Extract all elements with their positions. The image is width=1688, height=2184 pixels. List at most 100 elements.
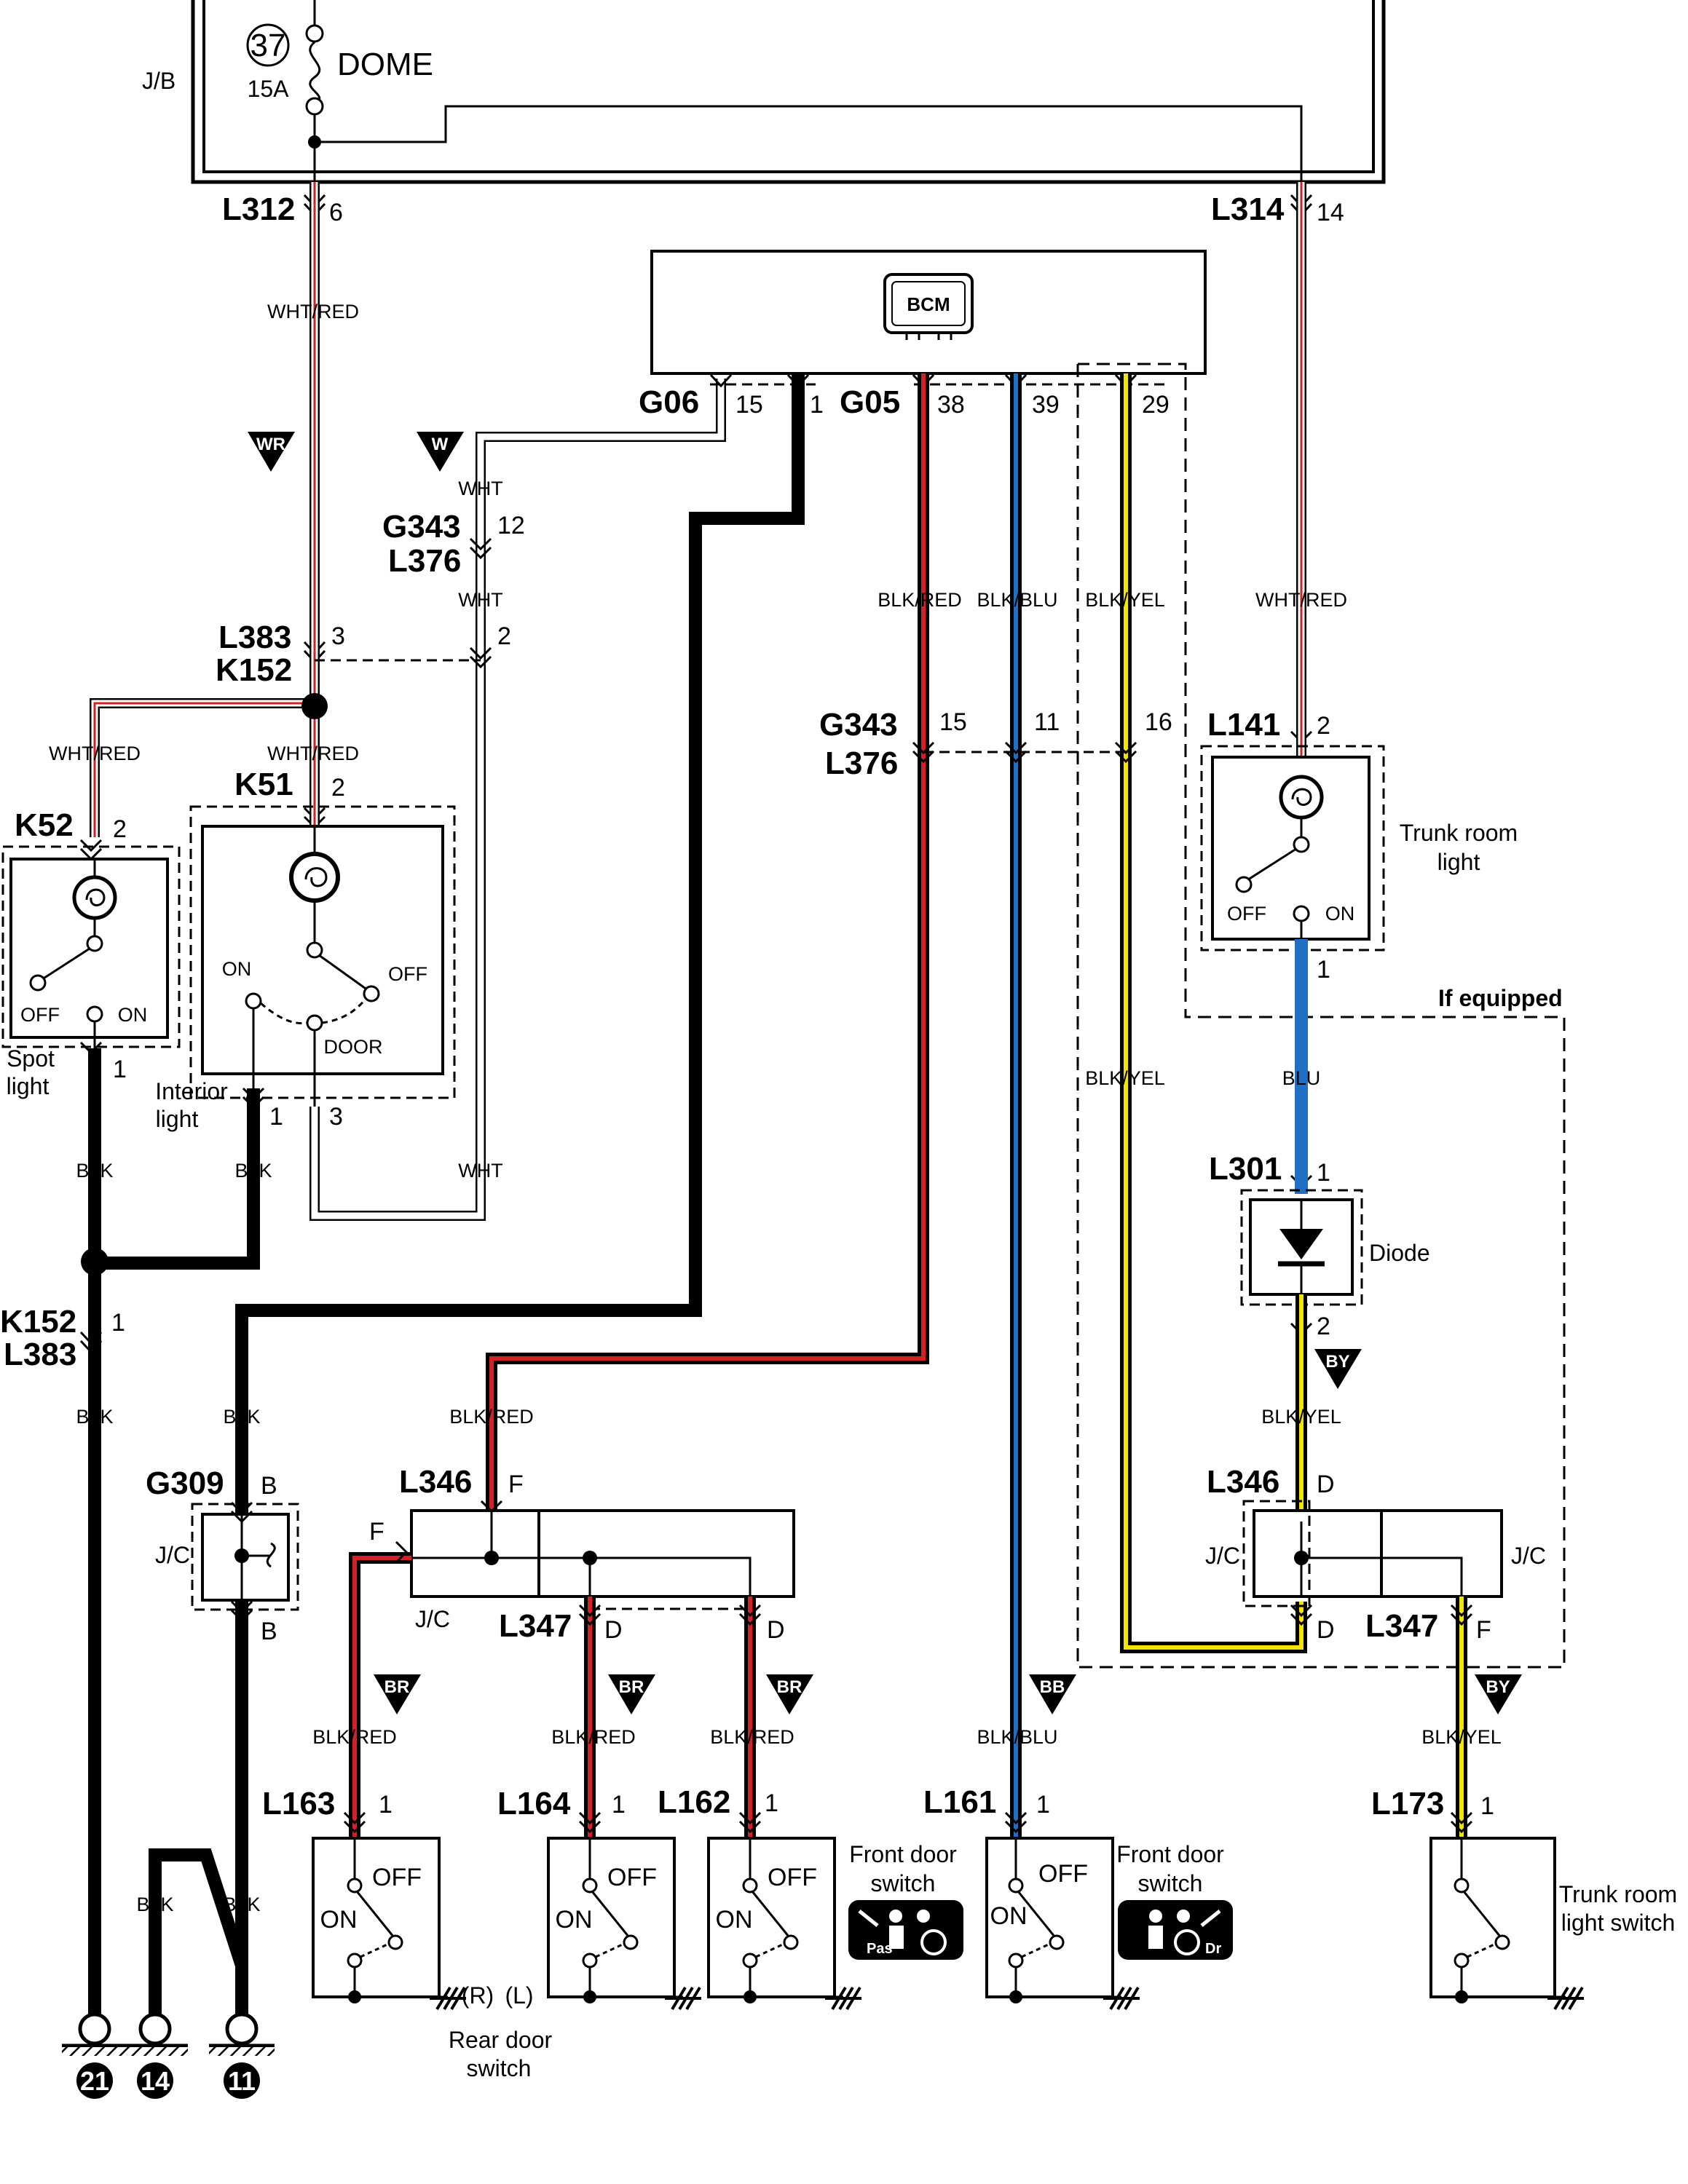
rear-r-label: (R)	[462, 1982, 494, 2009]
pin-b-bottom: B	[261, 1618, 277, 1645]
conn-l347-a: L347	[499, 1608, 572, 1644]
wire-blk-red-rear-doors	[349, 1552, 756, 1849]
conn-l347-b: L347	[1365, 1608, 1438, 1644]
bulb-icon	[289, 852, 340, 903]
fuse-number-circle	[246, 23, 290, 67]
wire-wht-red-left	[90, 182, 328, 837]
interior-door-label: DOOR	[324, 1036, 383, 1058]
pin-16-g343: 16	[1145, 708, 1172, 736]
pin-1-l164: 1	[612, 1791, 626, 1819]
trunk-light-on: ON	[1325, 903, 1355, 925]
wl-wht-red-2: WHT/RED	[1255, 589, 1347, 611]
triangle-w: W	[417, 432, 464, 472]
wl-blk-1: BLK	[76, 1160, 113, 1182]
pin-15-g06: 15	[735, 391, 763, 419]
interior-light: ON OFF DOOR Interior light	[155, 805, 456, 1132]
joint-connector-right: J/C J/C	[1205, 1500, 1546, 1607]
triangle-bb: BB	[1029, 1674, 1076, 1714]
l161-off: OFF	[1038, 1860, 1088, 1888]
ground-11-label: 11	[228, 2066, 256, 2096]
conn-g06: G06	[639, 384, 699, 420]
conn-l301: L301	[1209, 1151, 1282, 1187]
pin-d-l347-3: D	[1317, 1616, 1335, 1644]
pin-11-g343: 11	[1034, 708, 1060, 736]
pin-1-g06: 1	[810, 391, 824, 419]
jc-right-label-l: J/C	[1205, 1543, 1240, 1569]
dome-fuse: 37 15A DOME	[246, 0, 1303, 182]
pin-6: 6	[329, 199, 343, 226]
triangle-br-2: BR	[608, 1674, 655, 1714]
wl-blu: BLU	[1282, 1067, 1321, 1089]
conn-g309: G309	[146, 1465, 224, 1501]
l161-on: ON	[990, 1902, 1028, 1930]
pin-2-k51: 2	[331, 774, 345, 802]
trunk-light-switch-label-1: Trunk room	[1559, 1881, 1677, 1907]
pin-29: 29	[1142, 391, 1170, 419]
conn-l162: L162	[658, 1784, 730, 1820]
pin-1-l161: 1	[1036, 1791, 1050, 1819]
interior-on-label: ON	[222, 958, 252, 980]
triangle-br-3-text: BR	[777, 1677, 802, 1697]
front-door-switch-label-1b: switch	[871, 1870, 936, 1896]
door-switch-l161: OFF ON	[985, 1837, 1121, 2003]
pin-1-k152: 1	[111, 1309, 125, 1337]
rear-door-switch-label-2: switch	[467, 2055, 532, 2081]
conn-l163: L163	[262, 1786, 335, 1821]
conn-l346-a: L346	[399, 1464, 472, 1500]
trunk-light-off: OFF	[1227, 903, 1266, 925]
triangle-br-3: BR	[766, 1674, 813, 1714]
connector-labels: L312 L314 G06 G05 G343 L376 L383 K152 G3…	[0, 191, 1444, 1821]
junction-block-label: J/B	[142, 68, 175, 94]
junction-block: J/B	[142, 0, 1386, 184]
wl-blk-2: BLK	[234, 1160, 272, 1182]
ground-14: 14	[122, 2012, 188, 2099]
bcm-label: BCM	[907, 293, 950, 315]
component-labels: Front door switch Front door switch (R) …	[449, 1841, 1677, 2081]
triangle-w-text: W	[432, 435, 449, 454]
trunk-room-light: OFF ON Trunk room light	[1200, 745, 1518, 951]
wl-wht-1: WHT	[458, 478, 502, 499]
pin-1-l141: 1	[1317, 956, 1330, 984]
spot-light: OFF ON Spot light	[1, 845, 181, 1099]
pin-3-l383: 3	[331, 622, 345, 650]
conn-l376-b: L376	[825, 745, 898, 781]
trunk-light-switch-label-2: light switch	[1561, 1910, 1676, 1936]
pin-f-l346: F	[508, 1471, 524, 1498]
spot-light-label-1: Spot	[7, 1045, 55, 1072]
bulb-icon	[72, 875, 117, 920]
conn-l312: L312	[222, 191, 295, 227]
pin-2-l141: 2	[1317, 712, 1330, 740]
wl-blk-red-5: BLK/RED	[710, 1726, 794, 1748]
wl-blk-4: BLK	[223, 1406, 260, 1428]
conn-l141: L141	[1207, 707, 1280, 743]
wl-wht-red-1: WHT/RED	[267, 301, 359, 323]
trunk-light-switch-l173	[1429, 1837, 1566, 2003]
bcm-module: BCM	[650, 250, 1207, 375]
pin-38: 38	[937, 391, 965, 419]
wl-blk-5: BLK	[136, 1894, 173, 1915]
if-equipped-boundary	[1076, 363, 1566, 1669]
l162-off: OFF	[768, 1864, 817, 1891]
wl-blk-blu-1: BLK/BLU	[977, 589, 1057, 611]
conn-l346-b: L346	[1207, 1464, 1279, 1500]
diode-label: Diode	[1369, 1240, 1430, 1266]
conn-g343-a: G343	[382, 509, 461, 545]
wl-blk-red-2: BLK/RED	[449, 1406, 534, 1428]
diode: Diode	[1240, 1189, 1430, 1306]
interior-off-label: OFF	[388, 963, 427, 985]
pin-39: 39	[1032, 391, 1060, 419]
pin-1-k51: 1	[269, 1103, 283, 1131]
conn-l164: L164	[497, 1786, 571, 1821]
wl-blk-red-1: BLK/RED	[877, 589, 962, 611]
pin-f-side: F	[369, 1518, 384, 1546]
chassis-ground-icons	[430, 1986, 1584, 2011]
driver-door-icon: Dr	[1118, 1900, 1233, 1960]
wl-blk-yel-4: BLK/YEL	[1421, 1726, 1502, 1748]
pin-12: 12	[497, 512, 525, 539]
pin-b-top: B	[261, 1472, 277, 1500]
trunk-room-light-label-2: light	[1437, 849, 1480, 875]
l163-on: ON	[320, 1906, 358, 1934]
wl-blk-yel-3: BLK/YEL	[1261, 1406, 1341, 1428]
interior-light-label-2: light	[156, 1106, 199, 1132]
